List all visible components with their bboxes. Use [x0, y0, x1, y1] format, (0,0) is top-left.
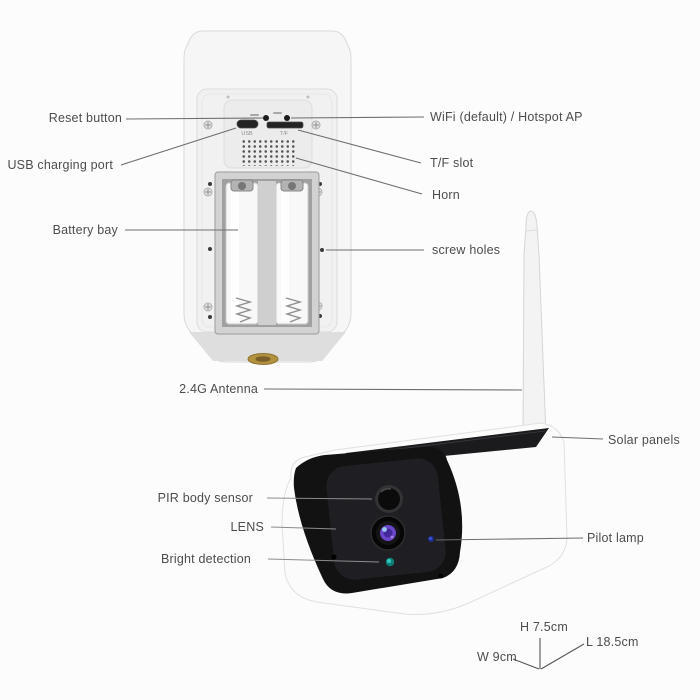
label-pir-body-sensor: PIR body sensor	[157, 491, 253, 505]
usb-port-marking: USB	[241, 131, 253, 137]
line-antenna	[263, 388, 523, 391]
reset-silkscreen	[250, 114, 259, 116]
ap-silkscreen	[273, 112, 282, 114]
line-wifi	[290, 116, 425, 119]
label-antenna: 2.4G Antenna	[179, 382, 258, 396]
back-bottom-face	[189, 332, 346, 361]
camera-lens	[370, 515, 406, 551]
antenna-seam	[525, 229, 538, 232]
label-dimension-length: L 18.5cm	[586, 635, 639, 649]
dimension-axes	[512, 638, 585, 670]
battery-bay	[214, 171, 320, 335]
camera-back-view: USB T/F	[183, 30, 352, 365]
battery-tube-right	[275, 182, 309, 325]
label-battery-bay: Battery bay	[52, 223, 118, 237]
panel-pin-right	[306, 95, 310, 99]
tripod-mount-hole	[255, 356, 271, 362]
label-screw-holes: screw holes	[432, 243, 501, 257]
label-reset-button: Reset button	[48, 111, 122, 125]
solar-camera	[281, 210, 568, 615]
label-dimension-width: W 9cm	[477, 650, 517, 664]
line-pir	[266, 497, 373, 500]
front-screw-left	[331, 554, 337, 560]
label-dimension-height: H 7.5cm	[520, 620, 568, 634]
panel-pin-left	[226, 95, 230, 99]
battery-springs	[234, 297, 303, 323]
label-solar-panels: Solar panels	[608, 433, 680, 447]
pilot-lamp-led	[428, 536, 434, 542]
label-pilot-lamp: Pilot lamp	[587, 531, 644, 545]
battery-tube-left	[225, 182, 259, 325]
line-bright	[267, 558, 380, 563]
battery-contacts	[230, 179, 304, 192]
line-solar	[551, 436, 604, 440]
line-pilot	[435, 537, 584, 541]
wifi-button-dot	[284, 115, 290, 121]
label-lens: LENS	[230, 520, 264, 534]
dim-line-width	[512, 658, 540, 670]
horn-speaker-grille	[240, 138, 295, 166]
reset-button-dot	[263, 115, 269, 121]
label-horn: Horn	[432, 188, 460, 202]
antenna	[522, 210, 547, 437]
tf-slot	[266, 121, 304, 129]
line-reset	[125, 117, 264, 120]
callout-lines	[120, 116, 604, 563]
label-bright-detection: Bright detection	[160, 552, 251, 566]
label-tf-slot: T/F slot	[430, 156, 474, 170]
line-tf	[297, 129, 422, 164]
line-usb	[120, 127, 237, 166]
usb-port	[236, 119, 259, 129]
tf-slot-marking: T/F	[280, 131, 289, 137]
label-usb-charging-port: USB charging port	[7, 158, 113, 172]
dim-line-length	[540, 643, 585, 670]
front-screw-right	[438, 573, 444, 579]
line-lens	[270, 526, 337, 530]
line-horn	[295, 157, 423, 195]
pir-sensor	[375, 485, 403, 513]
label-wifi-mode: WiFi (default) / Hotspot AP	[430, 110, 583, 124]
bright-detection-led	[385, 557, 395, 567]
